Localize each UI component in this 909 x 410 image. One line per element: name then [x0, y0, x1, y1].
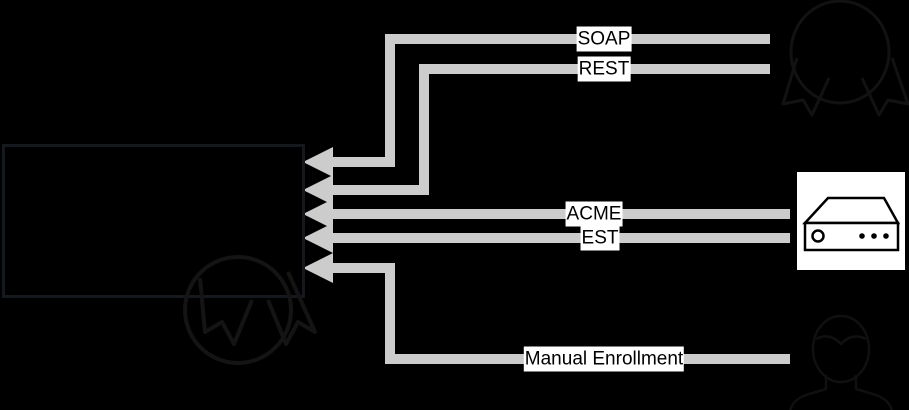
edge-acme-arrowhead: [303, 199, 333, 229]
edge-label-soap: SOAP: [576, 26, 632, 52]
edge-est-arrowhead: [303, 223, 333, 253]
edge-label-acme: ACME: [565, 201, 623, 227]
edge-group: [303, 34, 790, 364]
edge-rest-arrowhead: [303, 175, 333, 205]
edge-rest-line[interactable]: [330, 64, 770, 195]
edge-soap-line[interactable]: [330, 34, 770, 167]
edge-soap-arrowhead: [303, 147, 333, 177]
certificate-authority-box[interactable]: [2, 144, 305, 298]
user-person-icon[interactable]: [789, 314, 893, 410]
edge-label-rest: REST: [577, 56, 631, 82]
server-appliance-icon[interactable]: [797, 172, 905, 270]
certificate-badge-endpoint-icon[interactable]: [781, 0, 909, 117]
edge-manual-arrowhead: [303, 253, 333, 283]
certificate-badge-icon: [183, 255, 317, 365]
edge-label-est: EST: [580, 225, 620, 251]
edge-manual-line[interactable]: [330, 263, 790, 364]
edge-label-manual-enrollment: Manual Enrollment: [523, 346, 685, 372]
